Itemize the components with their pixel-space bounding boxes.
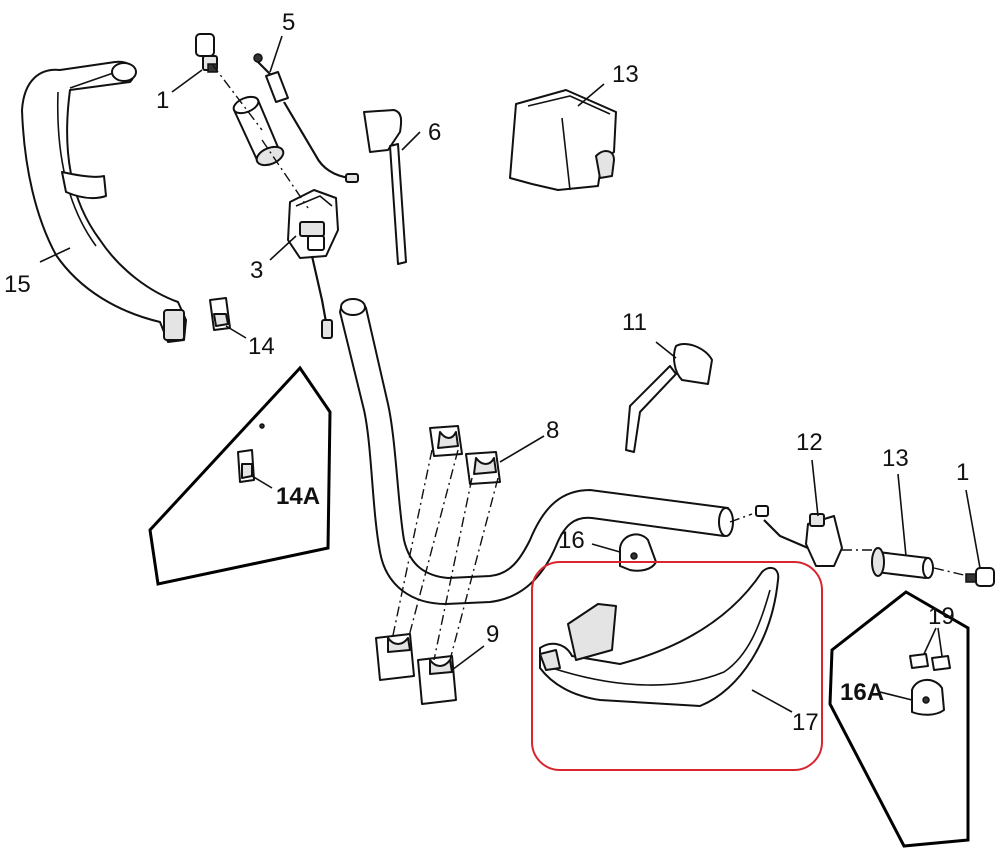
part-1-right-bar-end[interactable] [965, 567, 995, 587]
part-17-right-handguard[interactable] [539, 566, 780, 707]
callout-3: 3 [250, 257, 263, 284]
callout-8: 8 [546, 417, 559, 444]
handlebar[interactable] [339, 298, 734, 605]
callout-19: 19 [928, 603, 955, 630]
callout-12: 12 [796, 429, 823, 456]
callout-1-left: 1 [156, 87, 169, 114]
callout-16: 16 [558, 527, 585, 554]
callout-14: 14 [248, 333, 275, 360]
part-8-upper-clamps[interactable] [429, 425, 501, 485]
part-3-switch-housing[interactable] [287, 189, 339, 339]
callout-16a: 16A [840, 679, 884, 706]
callout-17: 17 [792, 709, 819, 736]
part-5-throttle-cable[interactable] [253, 53, 359, 183]
callout-15: 15 [4, 271, 31, 298]
highlight-box-part-17 [531, 561, 823, 771]
part-6-left-mirror[interactable] [363, 109, 407, 265]
part-13-right-grip[interactable] [871, 547, 934, 579]
callout-9: 9 [486, 621, 499, 648]
part-13-upper-cover[interactable] [509, 89, 617, 191]
part-14-clamp[interactable] [209, 297, 231, 331]
part-12-throttle-housing[interactable] [755, 505, 843, 567]
callout-5: 5 [282, 9, 295, 36]
callout-labels: 1 5 3 6 13 15 14 14A 8 9 11 12 13 1 16 1… [4, 9, 969, 736]
callout-11: 11 [622, 309, 647, 336]
assembly-lines [211, 63, 969, 661]
left-grip[interactable] [231, 94, 286, 169]
inset-14a [148, 365, 332, 586]
callout-14a: 14A [276, 483, 320, 510]
part-9-lower-risers[interactable] [375, 633, 457, 705]
callout-13-right: 13 [882, 445, 909, 472]
inset-16a-19 [828, 590, 970, 848]
callout-leaders [39, 35, 981, 713]
callout-13-upper: 13 [612, 61, 639, 88]
part-16-bracket[interactable] [619, 533, 657, 572]
callout-6: 6 [428, 119, 441, 146]
callout-1-right: 1 [956, 459, 969, 486]
part-11-right-mirror[interactable] [625, 342, 713, 453]
